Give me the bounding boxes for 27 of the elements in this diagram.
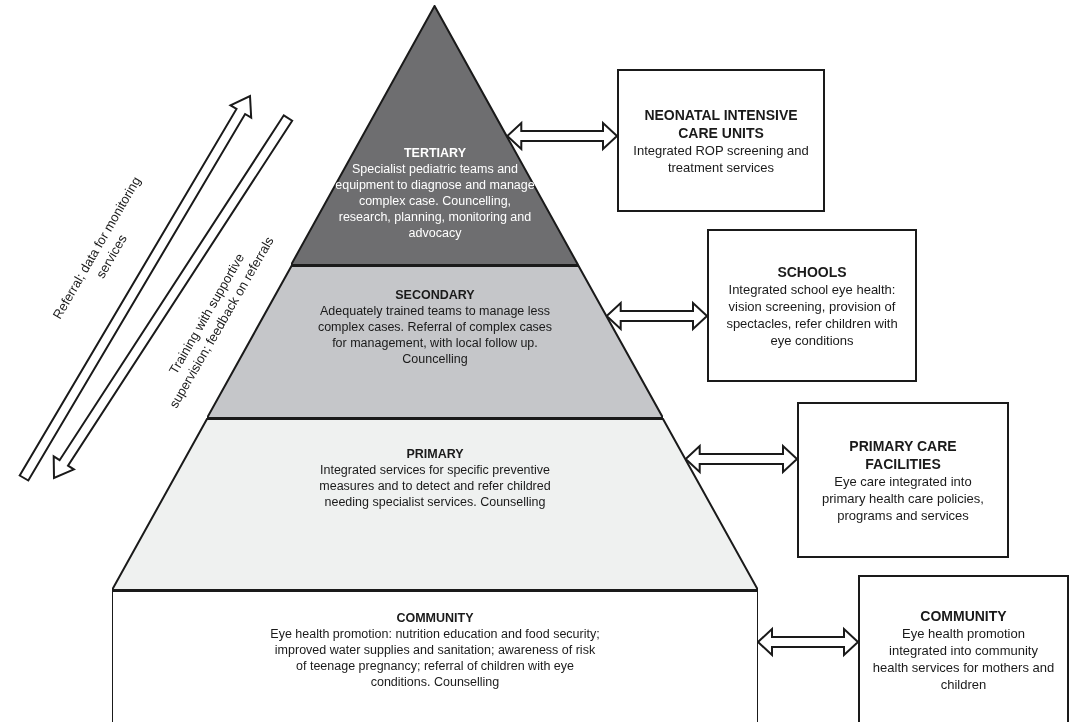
double-arrow — [684, 443, 799, 475]
double-arrow — [505, 120, 619, 152]
tier-description: Specialist pediatric teams and equipment to diagnose and manage complex case. Councelling, research, planning, monitoring and advocacy — [335, 161, 535, 241]
tier-heading: TERTIARY — [402, 145, 467, 161]
box-description: Eye care integrated into primary health care policies, programs and services — [821, 472, 985, 524]
tier-heading: SECONDARY — [394, 287, 476, 303]
tier-description: Eye health promotion: nutrition education and food security; improved water supplies and sanitation; awareness of risk of teenage pregnancy; referral of children with eye conditions. Counselling — [270, 626, 600, 690]
tier-heading: COMMUNITY — [395, 610, 475, 626]
box-heading: SCHOOLS — [777, 262, 847, 281]
double-arrow — [756, 626, 860, 658]
box-description: Integrated ROP screening and treatment services — [632, 141, 810, 176]
service-box — [797, 402, 1009, 558]
service-box — [858, 575, 1069, 722]
box-description: Integrated school eye health: vision screening, provision of spectacles, refer children with eye conditions — [725, 280, 899, 349]
tier-description: Integrated services for specific preventive measures and to detect and refer childred needing specialist services. Counselling — [318, 462, 552, 510]
pyramid-tier — [291, 5, 579, 265]
service-box — [617, 69, 825, 212]
pyramid-tier — [112, 418, 758, 590]
tier-heading: PRIMARY — [405, 446, 465, 462]
box-heading: PRIMARY CARE FACILITIES — [848, 436, 958, 473]
tier-description: Adequately trained teams to manage less complex cases. Referral of complex cases for management, with local follow up. Councelling — [316, 303, 554, 367]
service-box — [707, 229, 917, 382]
box-description: Eye health promotion integrated into community health services for mothers and children — [872, 625, 1055, 693]
box-heading: NEONATAL INTENSIVE CARE UNITS — [643, 105, 799, 142]
pyramid-tier — [112, 590, 758, 722]
double-arrow — [605, 300, 709, 332]
box-heading: COMMUNITY — [920, 607, 1007, 625]
